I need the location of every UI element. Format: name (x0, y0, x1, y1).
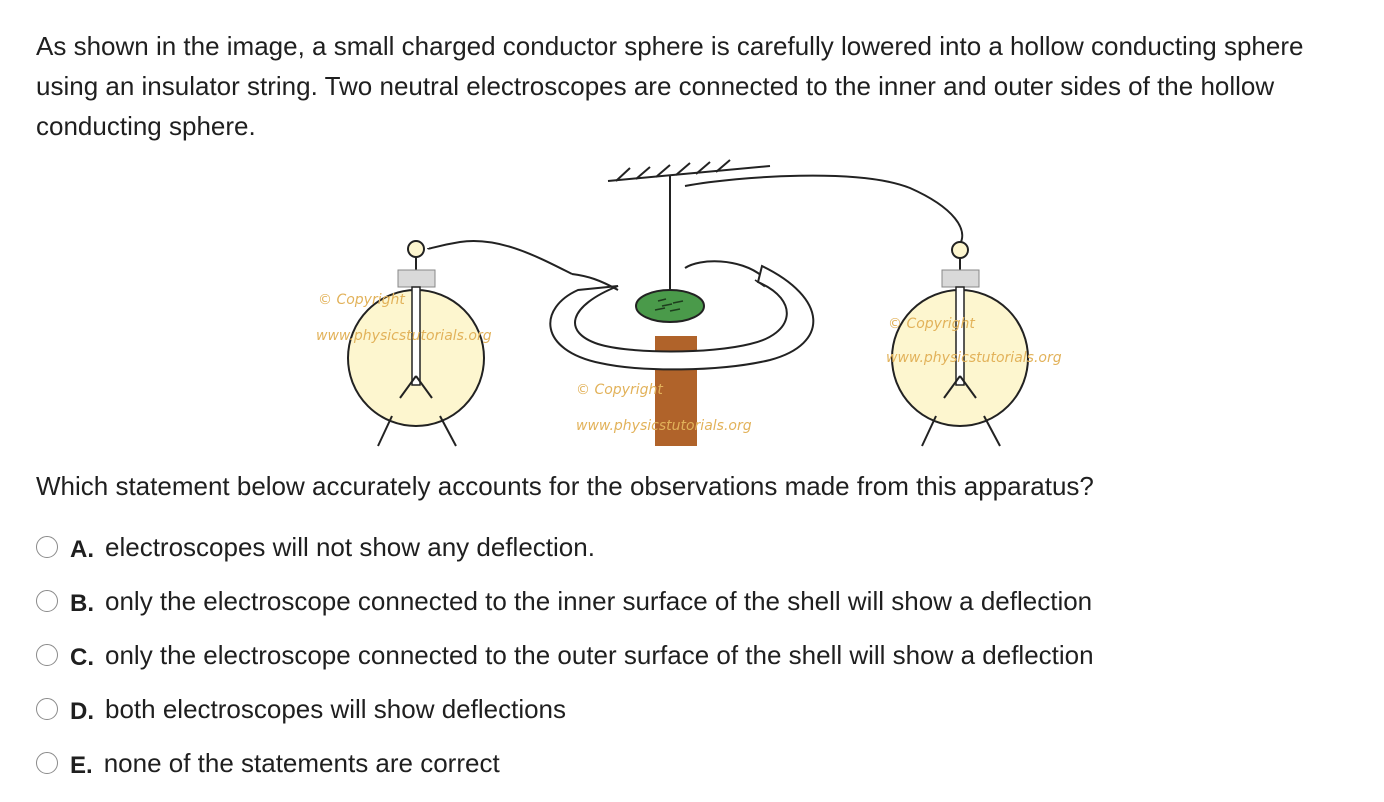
question-prompt: Which statement below accurately account… (36, 471, 1094, 501)
ceiling-support (607, 159, 771, 182)
option-letter: D. (70, 698, 94, 725)
option-text: only the electroscope connected to the i… (105, 585, 1093, 616)
option-d[interactable]: D. both electroscopes will show deflecti… (36, 691, 566, 727)
wire-inner (427, 240, 573, 275)
option-c[interactable]: C. only the electroscope connected to th… (36, 637, 1094, 673)
radio-button[interactable] (36, 698, 58, 720)
charged-sphere (635, 289, 705, 323)
radio-button[interactable] (36, 536, 58, 558)
watermark-left-line1: © Copyright (318, 292, 405, 308)
apparatus-diagram: © Copyright www.physicstutorials.org © C… (300, 158, 1100, 450)
watermark-center-line2: www.physicstutorials.org (576, 418, 752, 434)
watermark-center-line1: © Copyright (576, 382, 663, 398)
option-text: only the electroscope connected to the o… (105, 639, 1094, 670)
option-text: electroscopes will not show any deflecti… (105, 531, 595, 562)
option-e[interactable]: E. none of the statements are correct (36, 745, 500, 781)
hollow-conducting-shell (549, 264, 815, 371)
option-b[interactable]: B. only the electroscope connected to th… (36, 583, 1092, 619)
option-letter: E. (70, 752, 93, 779)
option-letter: C. (70, 644, 94, 671)
option-letter: B. (70, 590, 94, 617)
watermark-right-line1: © Copyright (888, 316, 975, 332)
question-stem: As shown in the image, a small charged c… (36, 31, 1304, 141)
electroscope-outer (891, 241, 1029, 447)
watermark-right-line2: www.physicstutorials.org (886, 350, 1062, 366)
option-letter: A. (70, 536, 94, 563)
radio-button[interactable] (36, 644, 58, 666)
wire-outer (684, 174, 964, 245)
watermark-left-line2: www.physicstutorials.org (316, 328, 492, 344)
radio-button[interactable] (36, 590, 58, 612)
option-a[interactable]: A. electroscopes will not show any defle… (36, 529, 595, 565)
radio-button[interactable] (36, 752, 58, 774)
electroscope-inner (347, 240, 485, 447)
option-text: both electroscopes will show deflections (105, 693, 567, 724)
option-text: none of the statements are correct (103, 747, 500, 778)
